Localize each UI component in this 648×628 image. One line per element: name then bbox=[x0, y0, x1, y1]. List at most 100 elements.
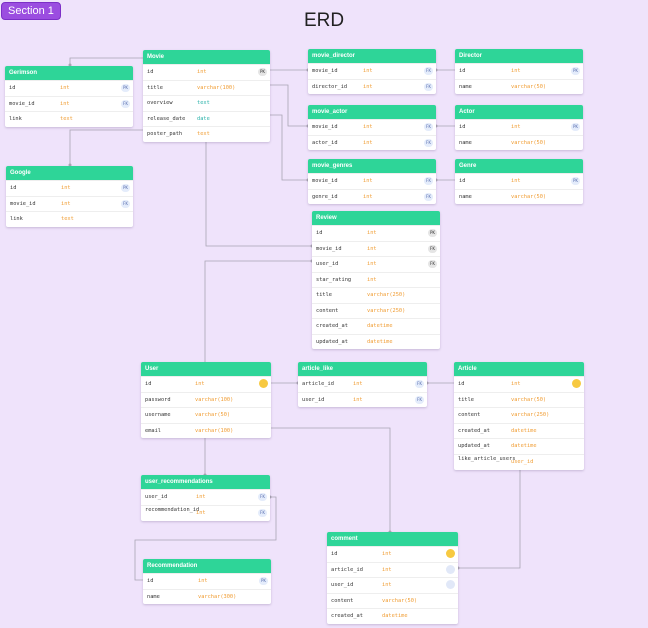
column-name: id bbox=[316, 230, 323, 236]
table-header[interactable]: movie_genres bbox=[308, 159, 436, 173]
column-type: int bbox=[511, 68, 521, 74]
table-header[interactable]: User bbox=[141, 362, 271, 376]
column-type: int bbox=[511, 178, 521, 184]
column-name: id bbox=[331, 551, 338, 557]
column-name: id bbox=[10, 185, 17, 191]
table-header[interactable]: comment bbox=[327, 532, 458, 546]
section-label[interactable]: Section 1 bbox=[1, 2, 61, 20]
table-header[interactable]: user_recommendations bbox=[141, 475, 270, 489]
primary-key-badge: PK bbox=[121, 84, 130, 92]
table-header[interactable]: Google bbox=[6, 166, 133, 180]
column-name: director_id bbox=[312, 83, 348, 90]
table-header[interactable]: movie_actor bbox=[308, 105, 436, 119]
table-header[interactable]: Genre bbox=[455, 159, 583, 173]
table-header[interactable]: article_like bbox=[298, 362, 427, 376]
table-header[interactable]: Article bbox=[454, 362, 584, 376]
column-name: id bbox=[147, 69, 154, 75]
table-header[interactable]: Director bbox=[455, 49, 583, 63]
column-name: overview bbox=[147, 100, 173, 106]
table-header[interactable]: Gerimson bbox=[5, 66, 133, 80]
column-name: recommendation_id bbox=[145, 506, 200, 513]
table-header[interactable]: Actor bbox=[455, 105, 583, 119]
article-comment-link bbox=[458, 462, 521, 569]
diagram-title: ERD bbox=[303, 10, 345, 31]
table-header[interactable]: movie_director bbox=[308, 49, 436, 63]
table-header[interactable]: Recommendation bbox=[143, 559, 271, 573]
table-header[interactable]: Review bbox=[312, 211, 440, 225]
table-header[interactable]: Movie bbox=[143, 50, 270, 64]
movie-google-link bbox=[69, 129, 143, 165]
column-type: varchar(300) bbox=[198, 593, 237, 600]
